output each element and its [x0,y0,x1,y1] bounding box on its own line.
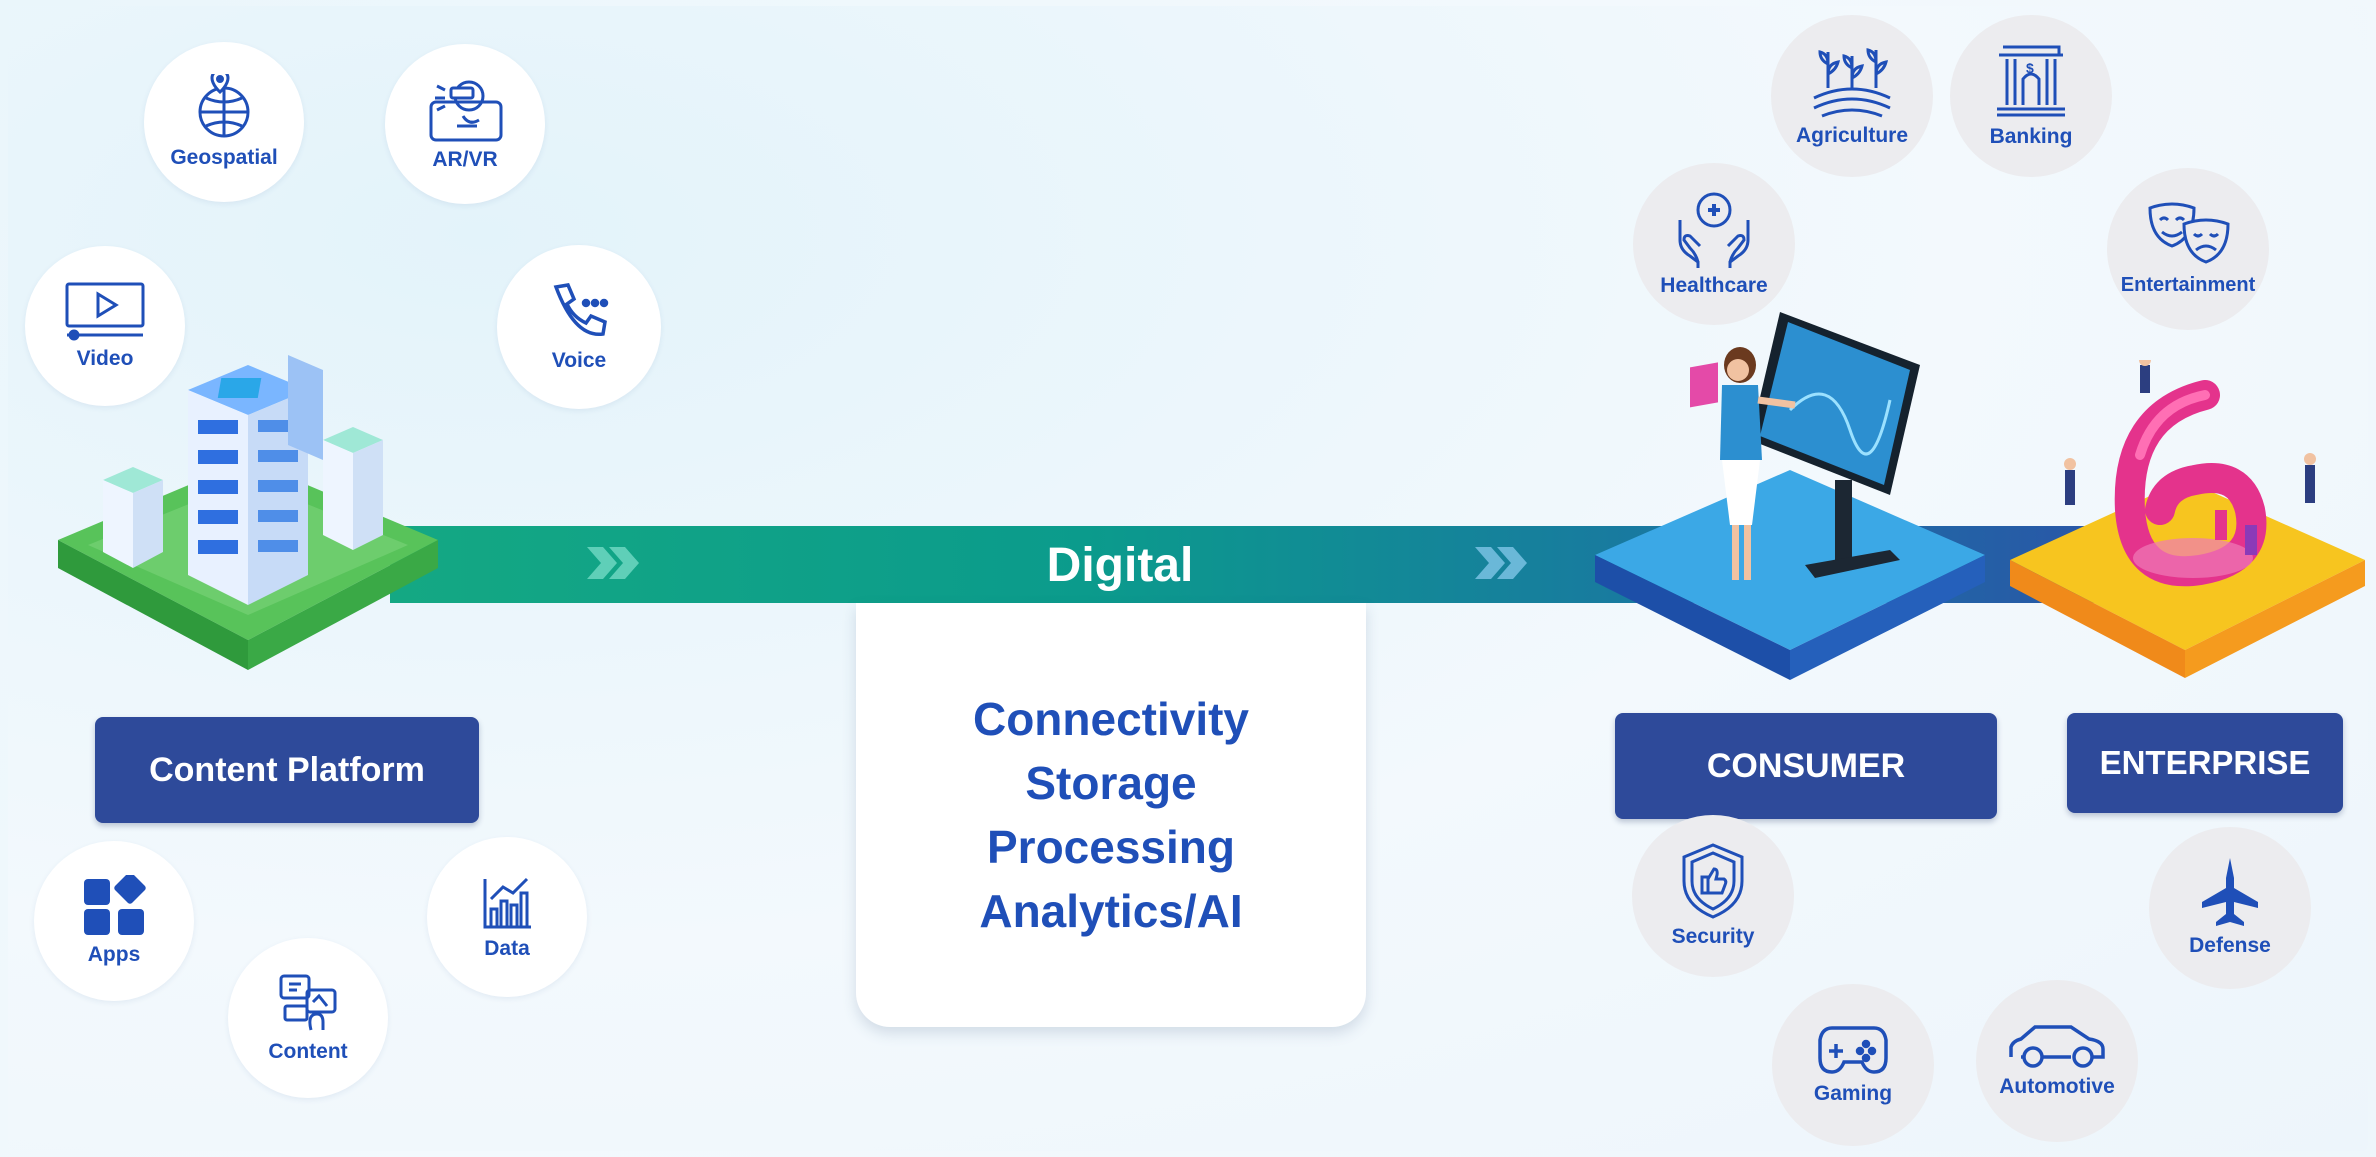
entertainment-circle: Entertainment [2107,168,2269,330]
healthcare-circle: Healthcare [1633,163,1795,325]
capability-connectivity: Connectivity [972,693,1250,745]
gaming-label: Gaming [1813,1082,1893,1105]
globe-pin-icon [198,74,250,138]
banking-label: Banking [1989,125,2073,148]
content-platform-box: Content Platform [95,717,479,823]
security-label: Security [1671,925,1755,948]
content-chat-icon [279,974,337,1031]
capability-analytics: Analytics/AI [979,885,1243,937]
defense-circle: Defense [2149,827,2311,989]
security-circle: Security [1632,815,1794,977]
video-circle: Video [25,246,185,406]
capabilities-card: Connectivity Storage Processing Analytic… [856,603,1366,1027]
fighter-jet-icon [2202,858,2258,926]
gaming-circle: Gaming [1772,984,1934,1146]
apps-circle: Apps [34,841,194,1001]
voice-circle: Voice [497,245,661,409]
video-label: Video [76,347,134,370]
svg-text:$: $ [2026,60,2034,76]
consumer-box: CONSUMER [1615,713,1997,819]
health-hands-icon [1678,192,1750,268]
data-circle: Data [427,837,587,997]
agriculture-circle: Agriculture [1771,15,1933,177]
shield-icon [1682,843,1744,919]
voice-label: Voice [551,349,607,372]
enterprise-illustration [2010,360,2365,678]
content-circle: Content [228,938,388,1098]
bar-chart-icon [483,877,531,929]
digital-band-title: Digital [1046,539,1194,592]
arvr-label: AR/VR [432,148,498,171]
banking-circle: $ Banking [1950,15,2112,177]
automotive-circle: Automotive [1976,980,2138,1142]
capability-storage: Storage [1025,757,1197,809]
content-label: Content [268,1040,348,1063]
defense-label: Defense [2189,934,2271,957]
geospatial-label: Geospatial [170,146,278,169]
automotive-label: Automotive [1999,1075,2115,1098]
chevron-arrow-left-icon [587,547,639,579]
arvr-circle: AR/VR [385,44,545,204]
video-play-icon [65,282,145,341]
phone-icon [553,283,609,336]
agriculture-label: Agriculture [1795,124,1908,147]
healthcare-label: Healthcare [1660,274,1768,297]
chevron-arrow-right-icon [1475,547,1527,579]
capability-processing: Processing [987,821,1235,873]
bank-icon: $ [1997,45,2065,117]
geospatial-circle: Geospatial [144,42,304,202]
car-icon [2009,1025,2105,1068]
theater-masks-icon [2148,202,2230,264]
apps-grid-icon [84,875,146,935]
vr-headset-icon [429,80,503,142]
entertainment-label: Entertainment [2120,273,2256,296]
plants-icon [1813,48,1891,118]
consumer-illustration [1595,312,1985,680]
apps-label: Apps [87,943,141,966]
data-label: Data [484,937,530,960]
enterprise-box: ENTERPRISE [2067,713,2343,813]
content-platform-illustration [58,355,438,670]
gamepad-icon [1818,1026,1888,1074]
